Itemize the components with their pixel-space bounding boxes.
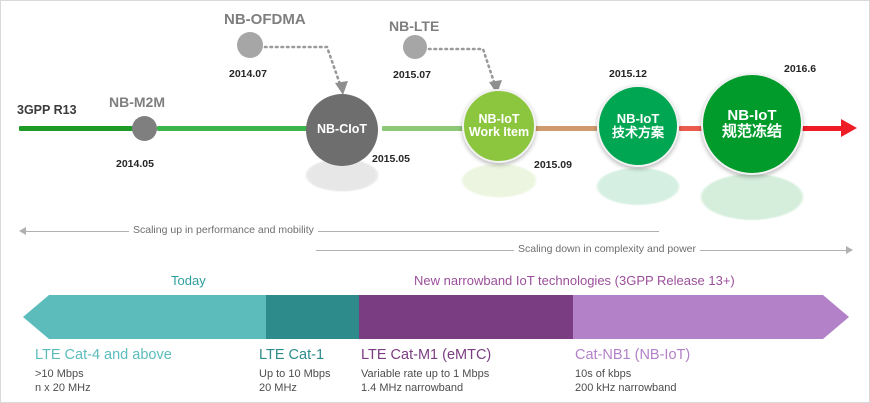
timeline-segment-6 xyxy=(801,126,845,131)
scaling-up-label: Scaling up in performance and mobility xyxy=(129,224,318,236)
bar-label-line1-lte-cat1: Up to 10 Mbps xyxy=(259,368,331,380)
connector-ofdma-to-ciot-icon xyxy=(263,45,348,95)
timeline-diagram: 3GPP R13 NB-M2M 2014.05 NB-OFDMA 2014.07… xyxy=(1,1,869,220)
timeline-node-date-nb-m2m: 2014.05 xyxy=(116,158,154,170)
timeline-segment-1 xyxy=(19,126,133,131)
bar-label-title-lte-cat1: LTE Cat-1 xyxy=(259,347,325,363)
timeline-segment-2 xyxy=(157,126,309,131)
bar-label-line2-lte-cat-m1: 1.4 MHz narrowband xyxy=(361,382,464,394)
timeline-node-nb-iot-frozen[interactable]: NB-IoT 规范冻结 xyxy=(701,73,803,175)
connector-lte-to-workitem-icon xyxy=(427,47,502,94)
timeline-node-date-nb-ofdma: 2014.07 xyxy=(229,68,267,80)
bar-segment-cat-nb1[interactable] xyxy=(573,295,823,339)
scaling-down-label: Scaling down in complexity and power xyxy=(514,243,701,255)
caption-new-narrowband: New narrowband IoT technologies (3GPP Re… xyxy=(414,273,735,288)
bar-segment-lte-cat-m1[interactable] xyxy=(359,295,573,339)
timeline-start-label: 3GPP R13 xyxy=(17,103,77,117)
timeline-node-nb-ofdma[interactable] xyxy=(237,32,263,58)
bar-label-title-lte-cat-m1: LTE Cat-M1 (eMTC) xyxy=(361,347,492,363)
bar-label-line1-lte-cat-m1: Variable rate up to 1 Mbps xyxy=(361,368,490,380)
timeline-node-label-nb-ofdma: NB-OFDMA xyxy=(224,11,306,28)
timeline-node-reflection-work-item xyxy=(462,164,536,198)
technology-bar xyxy=(23,295,849,339)
timeline-node-nb-iot-tech[interactable]: NB-IoT 技术方案 xyxy=(597,85,679,167)
scaling-down-row: Scaling down in complexity and power xyxy=(316,243,853,258)
bar-label-title-cat-nb1: Cat-NB1 (NB-IoT) xyxy=(575,347,691,363)
technology-bar-section: Today New narrowband IoT technologies (3… xyxy=(1,263,869,402)
timeline-segment-5 xyxy=(679,126,715,131)
bar-label-line2-lte-cat1: 20 MHz xyxy=(259,382,297,394)
timeline-node-nb-iot-work-item[interactable]: NB-IoT Work Item xyxy=(462,89,536,163)
caption-today: Today xyxy=(171,273,206,288)
timeline-node-nb-m2m[interactable] xyxy=(132,116,157,141)
scaling-down-arrow-icon xyxy=(846,246,853,254)
scaling-up-line xyxy=(25,231,659,232)
timeline-node-date-tech: 2015.12 xyxy=(609,68,647,80)
bar-segment-lte-cat1[interactable] xyxy=(266,295,359,339)
timeline-node-label-nb-lte: NB-LTE xyxy=(389,18,440,34)
timeline-segment-4 xyxy=(534,126,597,131)
timeline-end-arrow-icon xyxy=(841,119,857,137)
timeline-node-date-frozen: 2016.6 xyxy=(784,63,817,75)
bar-label-line2-cat-nb1: 200 kHz narrowband xyxy=(575,382,677,394)
bar-right-arrow-icon xyxy=(823,295,849,339)
bar-label-line2-lte-cat4: n x 20 MHz xyxy=(35,382,91,394)
timeline-node-reflection-tech xyxy=(597,168,679,205)
bar-label-line1-lte-cat4: >10 Mbps xyxy=(35,368,84,380)
scaling-up-arrow-icon xyxy=(19,227,26,235)
bar-left-arrow-icon xyxy=(23,295,49,339)
scaling-up-row: Scaling up in performance and mobility xyxy=(19,224,659,239)
bar-label-title-lte-cat4: LTE Cat-4 and above xyxy=(35,347,172,363)
timeline-node-date-work-item: 2015.09 xyxy=(534,159,572,171)
bar-label-line1-cat-nb1: 10s of kbps xyxy=(575,368,632,380)
timeline-node-nb-ciot[interactable]: NB-CIoT xyxy=(306,94,378,166)
timeline-segment-3 xyxy=(382,126,466,131)
timeline-node-label-nb-m2m: NB-M2M xyxy=(109,94,165,110)
timeline-node-nb-lte[interactable] xyxy=(403,35,427,59)
bar-segment-lte-cat4[interactable] xyxy=(49,295,266,339)
timeline-node-date-nb-lte: 2015.07 xyxy=(393,69,431,81)
timeline-node-reflection-frozen xyxy=(701,174,803,220)
timeline-node-date-nb-ciot: 2015.05 xyxy=(372,153,410,165)
